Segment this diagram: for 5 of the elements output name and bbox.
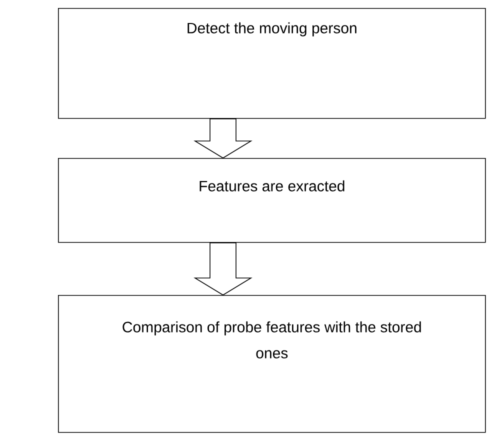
- block-arrow: [194, 118, 252, 158]
- process-box: Features are exracted: [58, 158, 486, 243]
- block-arrow: [194, 242, 252, 296]
- process-box: Comparison of probe features with the stored ones: [58, 295, 486, 433]
- process-box: Detect the moving person: [58, 8, 486, 119]
